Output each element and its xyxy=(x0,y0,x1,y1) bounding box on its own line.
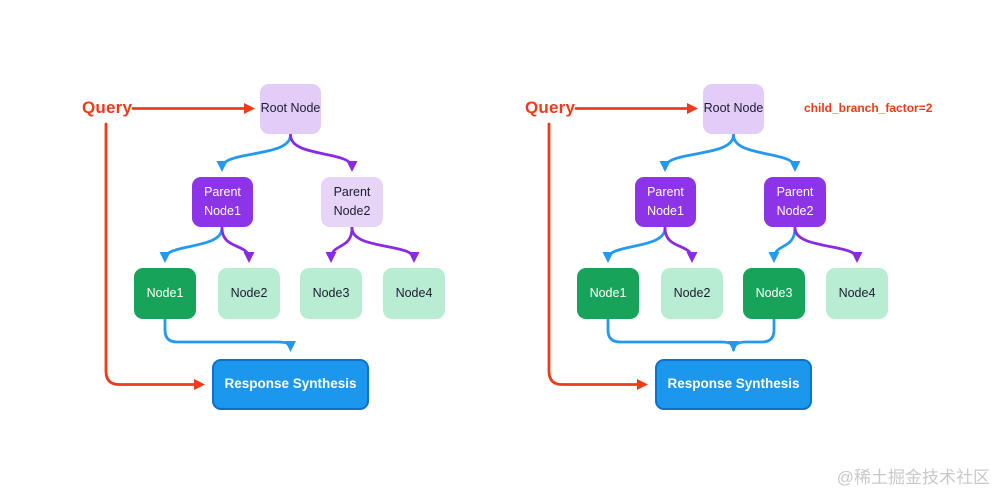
left-parent-node2: Parent Node2 xyxy=(321,177,383,227)
right-query-label: Query xyxy=(525,98,576,117)
right-response-synthesis: Response Synthesis xyxy=(655,359,812,410)
left-diagram: Query Root Node Parent Node1 Parent Node… xyxy=(82,84,445,410)
left-query-label: Query xyxy=(82,98,133,117)
watermark: @稀土掘金技术社区 xyxy=(836,468,990,487)
right-leaf-node2: Node2 xyxy=(661,268,723,319)
right-diagram: Query child_branch_factor=2 Root Node Pa… xyxy=(443,0,1000,495)
right-leaf-node4: Node4 xyxy=(826,268,888,319)
left-leaf-node2: Node2 xyxy=(218,268,280,319)
left-leaf-node1: Node1 xyxy=(134,268,196,319)
left-response-synthesis: Response Synthesis xyxy=(212,359,369,410)
child-branch-factor-annotation: child_branch_factor=2 xyxy=(804,101,933,115)
left-leaf-node4: Node4 xyxy=(383,268,445,319)
right-leaf-node3: Node3 xyxy=(743,268,805,319)
right-parent-node1: Parent Node1 xyxy=(635,177,696,227)
left-parent-node1: Parent Node1 xyxy=(192,177,253,227)
left-root-node: Root Node xyxy=(260,84,321,134)
right-parent-node2: Parent Node2 xyxy=(764,177,826,227)
right-root-node: Root Node xyxy=(703,84,764,134)
right-leaf-node1: Node1 xyxy=(577,268,639,319)
left-leaf-node3: Node3 xyxy=(300,268,362,319)
